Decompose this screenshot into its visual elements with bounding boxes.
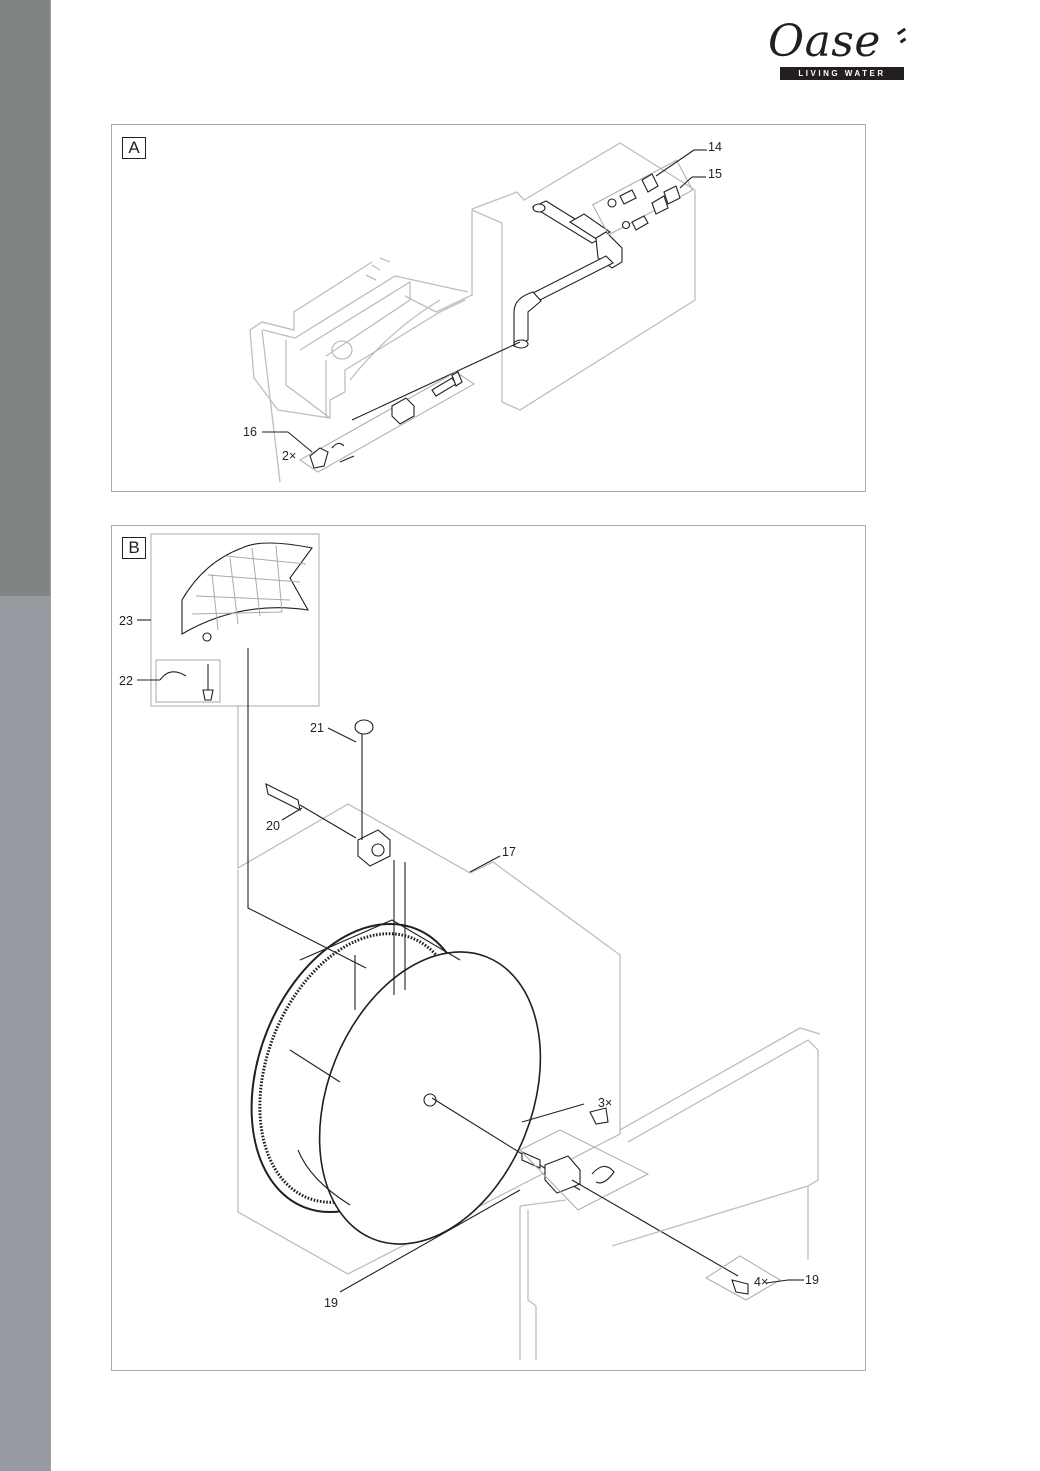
side-tab-bar-lower	[0, 596, 50, 1471]
figure-panel-b	[111, 525, 866, 1371]
callout-17: 17	[502, 845, 516, 859]
callout-14: 14	[708, 140, 722, 154]
callout-16: 16	[243, 425, 257, 439]
callout-21: 21	[310, 721, 324, 735]
panel-a-leader-lines	[262, 149, 707, 453]
callout-15: 15	[708, 167, 722, 181]
panel-a-pipe-group	[404, 142, 696, 411]
side-bar-edge	[50, 0, 51, 1471]
callout-19-right: 19	[805, 1273, 819, 1287]
quantity-4x: 4×	[754, 1275, 769, 1289]
callout-19-bottom: 19	[324, 1296, 338, 1310]
panel-a-filter-housing	[249, 257, 469, 483]
panel-b-hub-parts	[265, 719, 781, 1301]
panel-b-pond-wall	[519, 1027, 821, 1360]
oase-logo: Oase LIVING WATER	[766, 18, 911, 84]
panel-a-label: A	[122, 137, 146, 159]
quantity-3x: 3×	[598, 1096, 613, 1110]
quantity-2x: 2×	[282, 449, 297, 463]
panel-b-leader-lines	[137, 619, 804, 1293]
panel-b-filter-pad-inset	[150, 533, 320, 707]
callout-23: 23	[119, 614, 133, 628]
logo-wordmark: Oase	[768, 16, 881, 67]
panel-b-label: B	[122, 537, 146, 559]
callout-20: 20	[266, 819, 280, 833]
logo-tagline: LIVING WATER	[780, 67, 904, 80]
panel-b-drum	[237, 648, 621, 1275]
side-tab-bar-upper	[0, 0, 50, 596]
panel-a-clip-screw	[299, 341, 521, 473]
figure-panel-a	[111, 124, 866, 492]
callout-22: 22	[119, 674, 133, 688]
